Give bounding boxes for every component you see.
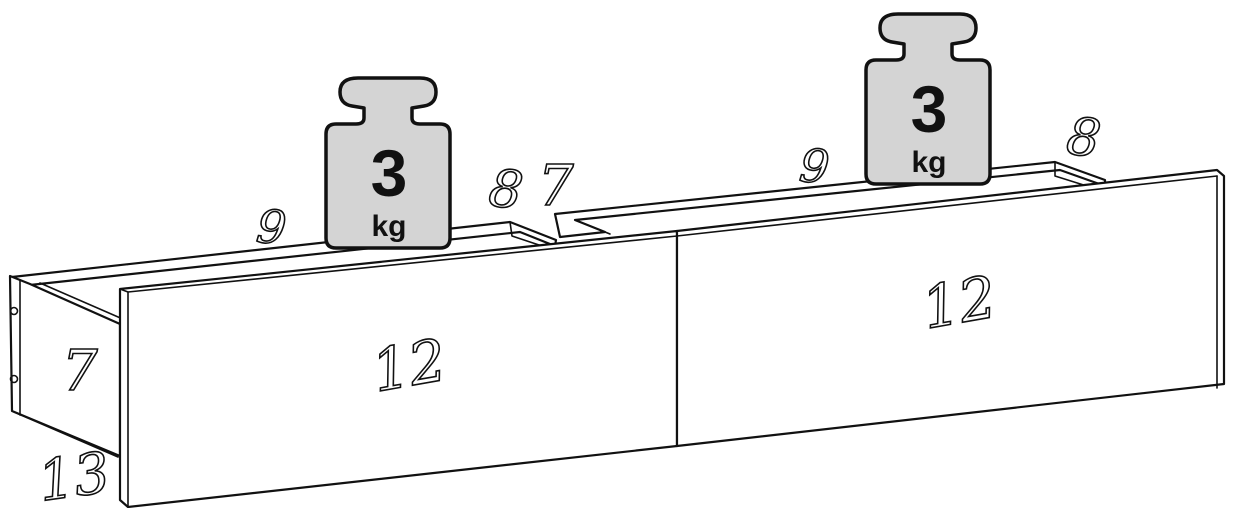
label-right-front: 12 [917, 263, 1001, 343]
left-back-rail-inner-2 [39, 282, 126, 321]
right-front-panel [675, 168, 1226, 448]
weight-body [324, 76, 452, 250]
label-bottom-part: 13 [34, 440, 114, 508]
left-back-divider-edge [509, 221, 549, 249]
dowel-hole-top [9, 306, 19, 316]
right-back-rail [553, 160, 1107, 239]
left-front-top-edge [119, 235, 678, 293]
label-left-top-rail: 9 [254, 199, 289, 256]
right-drawer-frame [553, 160, 1107, 239]
dowel-hole-bottom [9, 374, 19, 384]
bottom-panel-edge [13, 411, 119, 458]
label-left-back-divider: 8 [485, 158, 526, 222]
label-left-front: 12 [367, 326, 451, 406]
weight-unit: kg [371, 210, 406, 243]
weight-value: 3 [911, 72, 948, 146]
weight-value: 3 [371, 136, 408, 210]
weight-unit: kg [911, 146, 946, 179]
label-right-back-divider: 8 [1063, 106, 1104, 170]
weight-icon-left: 3 kg [324, 76, 452, 250]
label-left-side-panel: 7 [62, 339, 98, 404]
right-rail-inner [574, 219, 611, 235]
weight-body [864, 12, 992, 186]
right-front-top-edge [676, 175, 1218, 237]
weight-icon-right: 3 kg [864, 12, 992, 186]
label-middle-side: 7 [538, 154, 574, 219]
left-front-panel [118, 229, 679, 508]
label-right-top-rail: 9 [797, 138, 832, 195]
right-back-divider-edge [1054, 161, 1091, 188]
